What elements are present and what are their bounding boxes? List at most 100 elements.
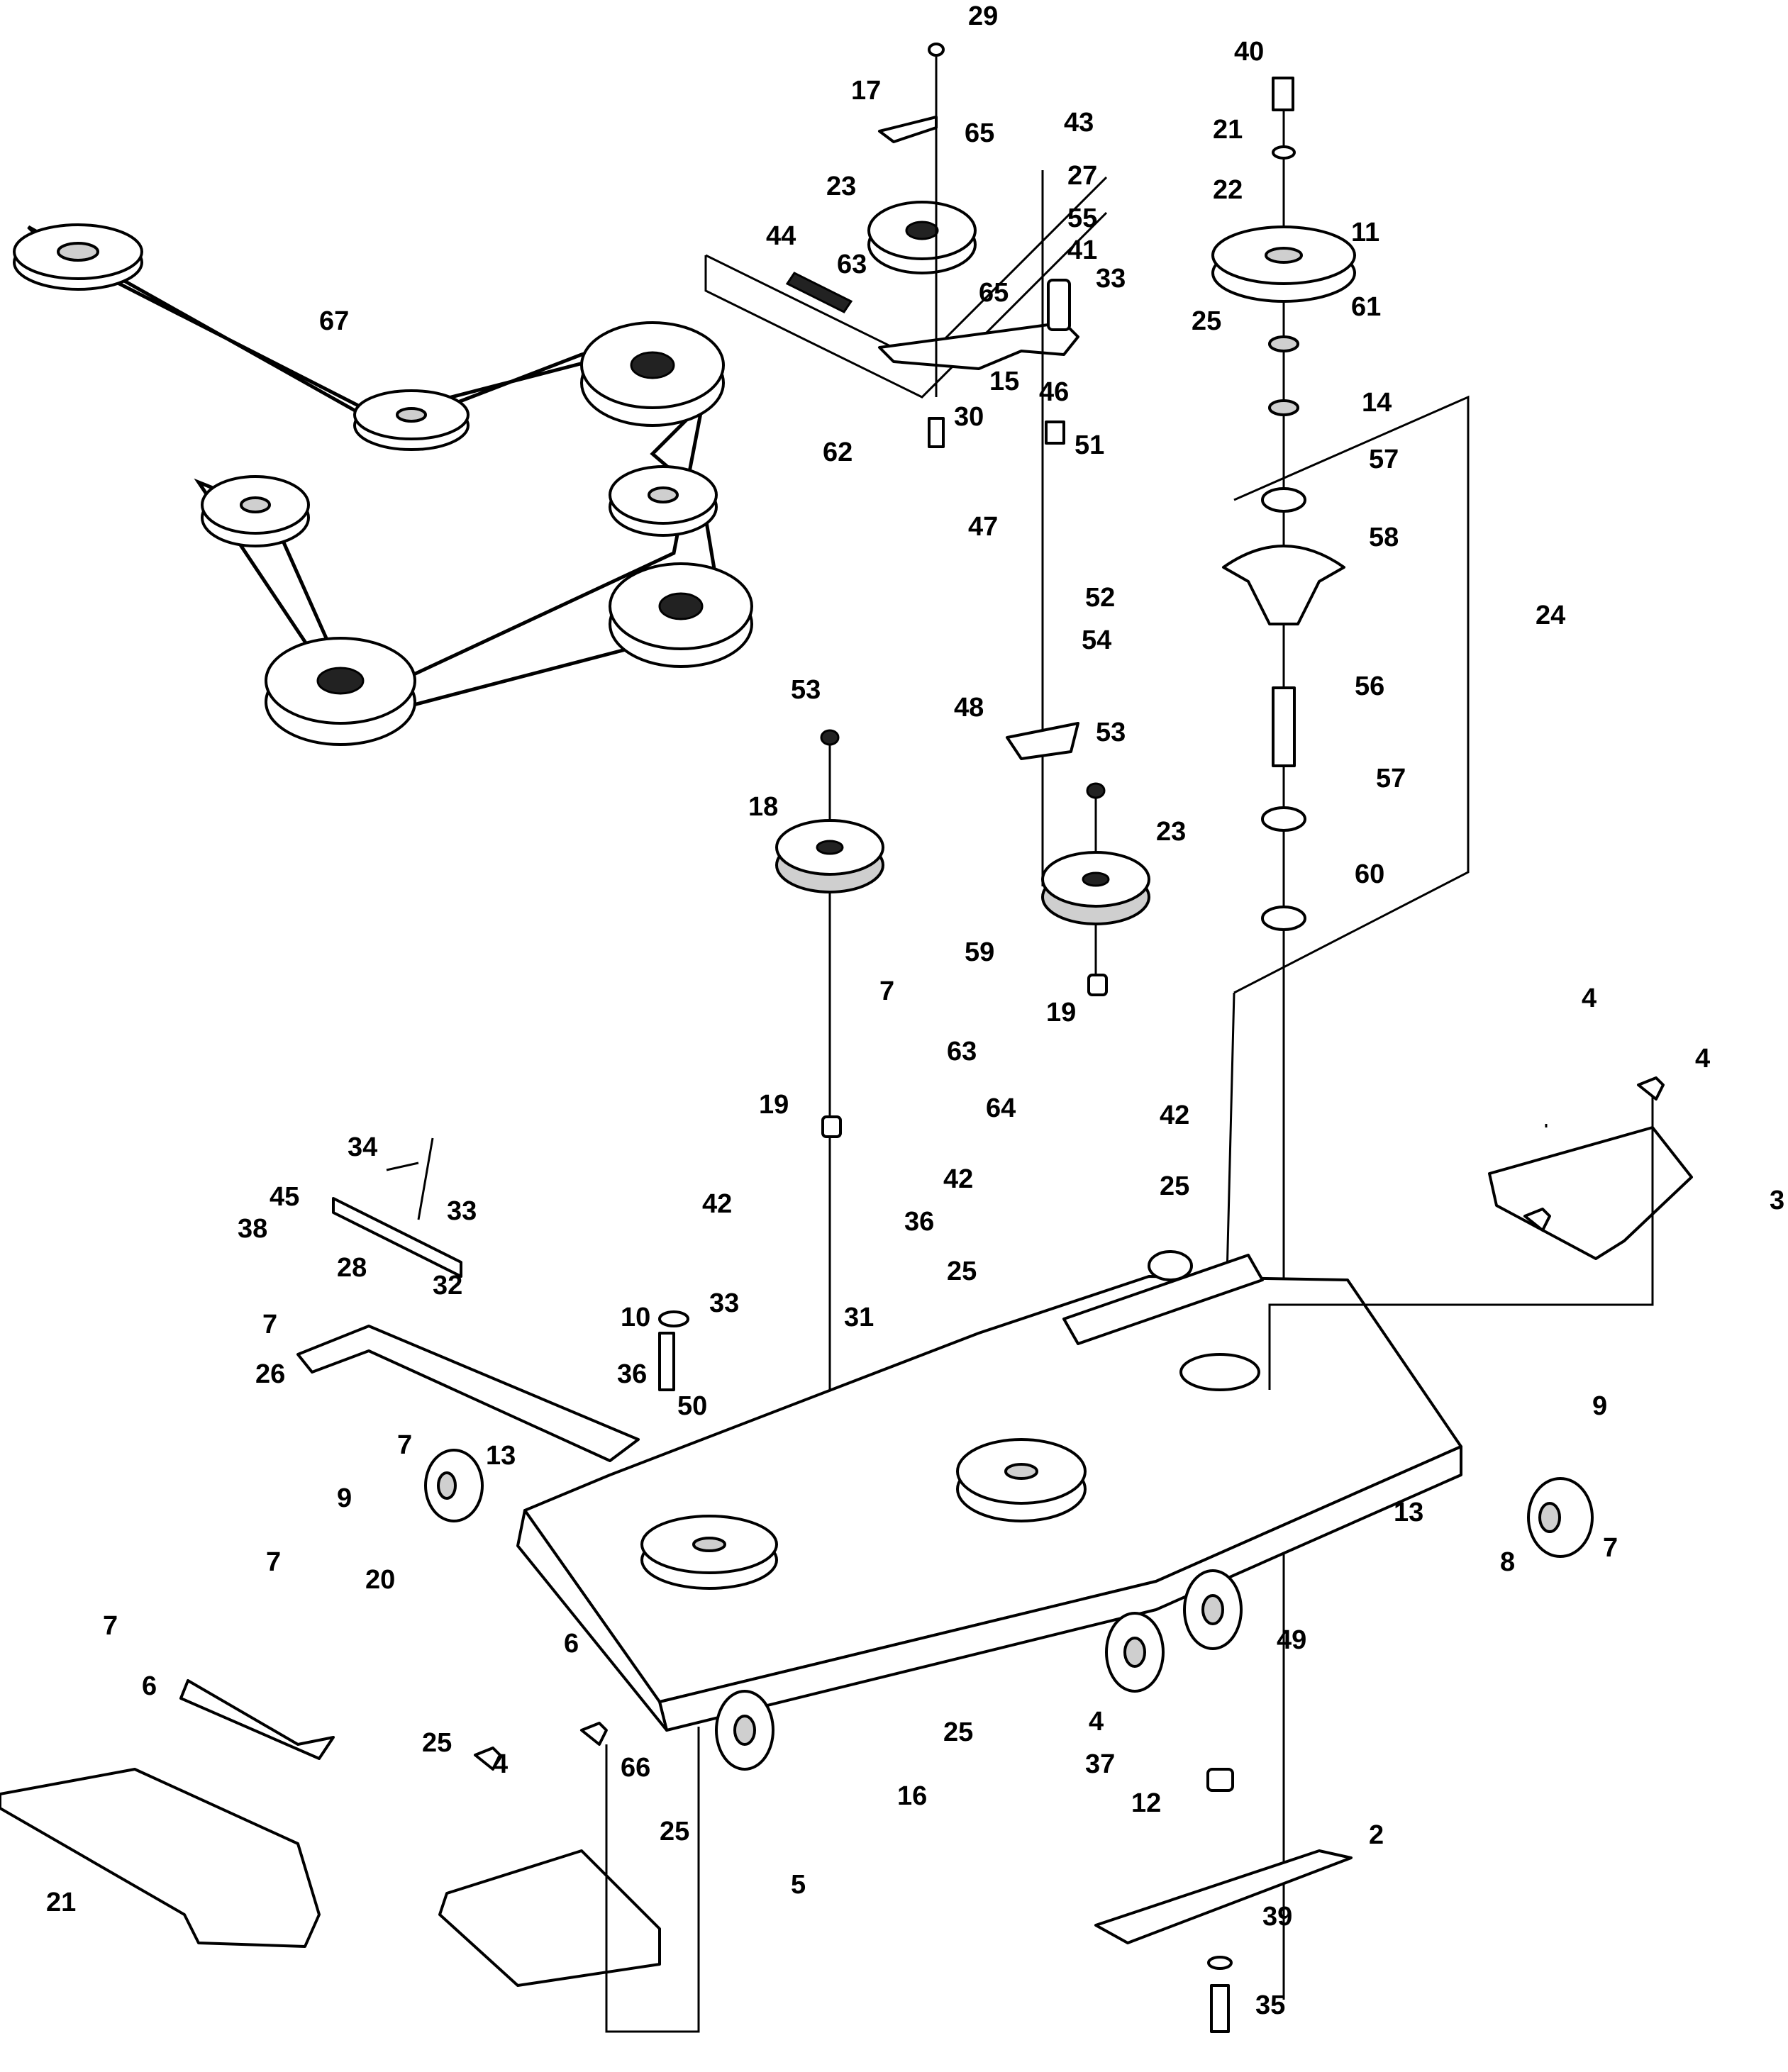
callout-label: 43 <box>1064 108 1094 138</box>
hanger-bracket-32 <box>296 1325 640 1462</box>
bolt-30 <box>928 417 945 448</box>
spacer-19-left <box>821 1115 842 1138</box>
bearing-61b <box>1268 399 1299 416</box>
callout-label: 5 <box>791 1870 806 1900</box>
callout-label: 63 <box>947 1037 977 1066</box>
callout-label: 12 <box>1131 1788 1161 1818</box>
spacer-37 <box>1206 1768 1234 1792</box>
callout-label: 13 <box>486 1441 516 1471</box>
callout-label: 33 <box>709 1288 739 1318</box>
pin-26 <box>658 1332 675 1391</box>
callout-label: 37 <box>1085 1749 1115 1779</box>
callout-label: 40 <box>1234 37 1264 67</box>
callout-label: 7 <box>103 1611 118 1641</box>
blade-12 <box>1094 1849 1353 1944</box>
belt-pulley-5 <box>609 465 718 537</box>
callout-label: 17 <box>851 76 881 106</box>
callout-label: 29 <box>968 1 998 31</box>
idler-pulley-23-top <box>867 201 977 274</box>
spindle-pulley-11 <box>1211 225 1356 303</box>
callout-label: 6 <box>142 1671 157 1701</box>
callout-label: 26 <box>255 1359 285 1389</box>
spacer-19-right <box>1087 974 1108 996</box>
callout-label: 6 <box>564 1629 579 1659</box>
callout-label: 65 <box>965 118 994 148</box>
bolt-39 <box>1210 1984 1230 2033</box>
callout-label: 14 <box>1362 388 1392 418</box>
callout-label: 38 <box>238 1214 267 1244</box>
bearing-57-bottom <box>1261 806 1306 832</box>
callout-label: 11 <box>1351 218 1379 247</box>
callout-label: 32 <box>433 1271 462 1300</box>
knob-4-a <box>1523 1208 1551 1232</box>
callout-label: 61 <box>1351 292 1381 322</box>
callout-label: 4 <box>1695 1044 1710 1074</box>
deck-left-side <box>516 1509 668 1732</box>
callout-label: 25 <box>660 1817 689 1847</box>
belt-pulley-6 <box>609 562 753 668</box>
callout-label: 3 <box>1770 1186 1784 1215</box>
callout-label: 63 <box>837 250 867 279</box>
callout-label: 57 <box>1369 445 1399 474</box>
callout-labels: 29 17 65 40 43 21 27 23 22 55 44 63 41 1… <box>46 1 1784 2020</box>
callout-label: 44 <box>766 221 796 251</box>
callout-label: 48 <box>954 693 984 723</box>
callout-label: 42 <box>943 1164 973 1194</box>
gauge-wheel-rear-top <box>1148 1250 1193 1281</box>
spacer-31 <box>658 1310 689 1327</box>
callout-label: 62 <box>823 438 853 467</box>
belt-pulley-4 <box>201 475 310 547</box>
callout-label: 2 <box>1369 1820 1384 1850</box>
plate-48 <box>1006 722 1079 760</box>
spindle-assembly <box>1211 77 1470 2000</box>
callout-label: 21 <box>46 1888 76 1917</box>
callout-label: 46 <box>1039 377 1069 407</box>
callout-label: 35 <box>1255 1990 1285 2020</box>
callout-label: 10 <box>621 1303 650 1332</box>
belt-pulley-7 <box>265 637 416 746</box>
callout-label: 59 <box>965 937 994 967</box>
belt-routing-diagram <box>13 223 753 746</box>
spacer-46 <box>1045 420 1065 445</box>
idler-arm-15 <box>878 321 1079 370</box>
callout-label: 7 <box>266 1547 281 1577</box>
callout-label: 23 <box>1156 817 1186 847</box>
callout-label: 67 <box>319 306 349 336</box>
callout-label: 4 <box>493 1749 508 1779</box>
spindle-mount-opening <box>1179 1353 1260 1391</box>
callout-label: 33 <box>1096 264 1126 294</box>
callout-label: 24 <box>1536 601 1565 630</box>
callout-label: 25 <box>943 1717 973 1747</box>
gauge-wheel-rear-right <box>1527 1477 1594 1558</box>
bolt-40 <box>1272 77 1294 111</box>
belt-cover-2 <box>438 1849 661 1987</box>
gauge-wheel-front-mid <box>1105 1612 1165 1693</box>
pulley-23-lower <box>1041 851 1150 925</box>
callout-label: 47 <box>968 512 998 542</box>
callout-label: 66 <box>621 1753 650 1783</box>
callout-label: 7 <box>262 1310 277 1339</box>
bearing-61a <box>1268 335 1299 352</box>
bracket-17 <box>878 116 938 143</box>
discharge-chute-5 <box>0 1768 321 1948</box>
callout-label: 58 <box>1369 523 1399 552</box>
washer-21-bottom <box>1207 1956 1233 1970</box>
callout-label: 45 <box>270 1182 299 1212</box>
callout-label: 64 <box>986 1093 1016 1123</box>
deck-pulley-left <box>640 1515 778 1590</box>
callout-label: 27 <box>1067 161 1097 191</box>
belt-cover-3 <box>1488 1126 1693 1260</box>
nut-29 <box>928 43 945 57</box>
callout-label: 15 <box>989 367 1019 396</box>
callout-label: 31 <box>844 1303 874 1332</box>
callout-label: 30 <box>954 402 984 432</box>
washer-21 <box>1272 145 1296 160</box>
callout-label: 25 <box>1160 1171 1189 1201</box>
nut-53-left <box>820 729 840 746</box>
callout-label: 23 <box>826 172 856 201</box>
callout-label: 8 <box>1500 1547 1515 1577</box>
callout-label: 50 <box>677 1391 707 1421</box>
gauge-wheel-rear-left <box>424 1449 484 1522</box>
callout-label: 21 <box>1213 115 1243 145</box>
idler-arm-assembly <box>704 43 1108 886</box>
